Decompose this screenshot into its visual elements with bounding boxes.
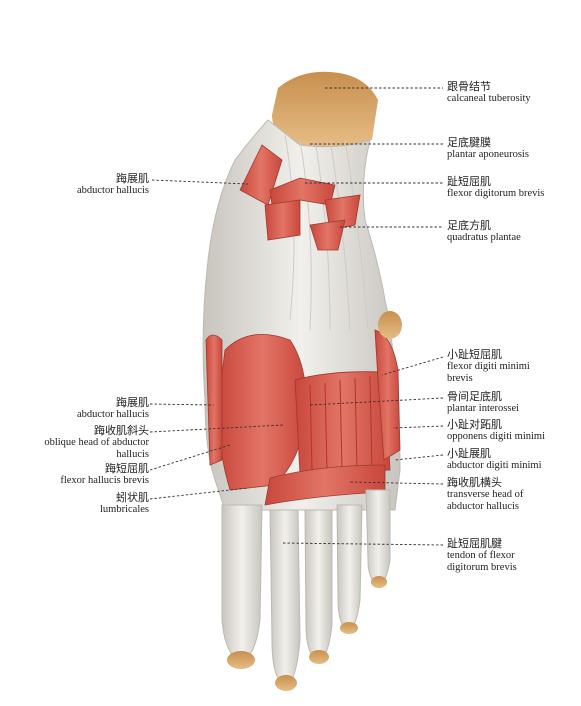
label-tendon-fdb: 趾短屈肌腱 tendon of flexor digitorum brevis	[447, 538, 517, 574]
label-zh: 小趾对跖肌	[447, 418, 502, 431]
label-en: flexor digitorum brevis	[447, 188, 545, 199]
leader-lines	[149, 87, 444, 546]
label-plantar-interossei: 骨间足底肌 plantar interossei	[447, 391, 519, 415]
label-en: abductor hallucis	[76, 409, 149, 420]
label-en: opponens digiti minimi	[447, 431, 546, 442]
label-zh: 跟骨结节	[447, 80, 491, 93]
plantar-aponeurosis-fibers	[284, 134, 369, 331]
quadratus-plantae-muscle	[309, 219, 346, 251]
label-zh: 趾短屈肌腱	[447, 537, 502, 550]
plantar-interossei-muscle	[294, 371, 391, 476]
label-zh: 趾短屈肌	[447, 175, 491, 188]
label-zh: 足底腱膜	[447, 136, 491, 149]
label-en: plantar interossei	[447, 403, 520, 414]
label-zh: 小趾短屈肌	[447, 348, 502, 361]
label-en: transverse head of abductor hallucis	[447, 489, 524, 512]
toe-3	[304, 509, 333, 661]
label-flexor-hallucis-brevis: 踇短屈肌 flexor hallucis brevis	[60, 463, 149, 487]
label-en: plantar aponeurosis	[447, 149, 529, 160]
label-en: flexor digiti minimi brevis	[447, 361, 530, 384]
label-en: oblique head of abductor hallucis	[44, 437, 149, 460]
label-lumbricales: 蚓状肌 lumbricales	[100, 492, 149, 516]
fdb-lower-block	[264, 199, 301, 241]
label-zh: 蚓状肌	[116, 491, 149, 504]
toe-2	[269, 509, 301, 686]
label-en: flexor hallucis brevis	[60, 475, 149, 486]
label-en: abductor digiti minimi	[447, 460, 542, 471]
abductor-hallucis-lower-muscle	[205, 334, 223, 466]
label-quadratus-plantae: 足底方肌 quadratus plantae	[447, 220, 521, 244]
lateral-bone	[378, 311, 402, 339]
label-zh: 踇展肌	[116, 172, 149, 185]
label-en: lumbricales	[100, 504, 149, 515]
label-en: tendon of flexor digitorum brevis	[447, 550, 517, 573]
interossei-striations	[309, 375, 373, 471]
label-oblique-head: 踇收肌斜头 oblique head of abductor hallucis	[44, 425, 149, 461]
label-abductor-hallucis-bottom: 踇展肌 abductor hallucis	[77, 397, 149, 421]
label-zh: 踇收肌横头	[447, 476, 502, 489]
toe-tips	[227, 576, 387, 691]
label-flexor-digiti-minimi-brevis: 小趾短屈肌 flexor digiti minimi brevis	[447, 349, 530, 385]
toes	[221, 489, 391, 686]
calcaneus-bone	[272, 71, 378, 147]
label-opponens-digiti-minimi: 小趾对跖肌 opponens digiti minimi	[447, 419, 545, 443]
toe-4	[336, 504, 363, 631]
label-plantar-aponeurosis: 足底腱膜 plantar aponeurosis	[447, 137, 529, 161]
label-zh: 踇收肌斜头	[94, 424, 149, 437]
label-zh: 踇展肌	[116, 396, 149, 409]
label-zh: 踇短屈肌	[105, 462, 149, 475]
toe-5	[365, 489, 391, 586]
label-transverse-head: 踇收肌横头 transverse head of abductor halluc…	[447, 477, 523, 513]
label-zh: 小趾展肌	[447, 447, 491, 460]
label-en: calcaneal tuberosity	[447, 93, 531, 104]
label-abductor-digiti-minimi: 小趾展肌 abductor digiti minimi	[447, 448, 542, 472]
label-zh: 骨间足底肌	[447, 390, 502, 403]
label-abductor-hallucis-top: 踇展肌 abductor hallucis	[77, 173, 149, 197]
label-en: quadratus plantae	[447, 232, 521, 243]
label-en: abductor hallucis	[76, 185, 149, 196]
label-flexor-digitorum-brevis: 趾短屈肌 flexor digitorum brevis	[447, 176, 544, 200]
label-zh: 足底方肌	[447, 219, 491, 232]
toe-1	[221, 504, 263, 661]
label-calcaneal-tuberosity: 跟骨结节 calcaneal tuberosity	[447, 81, 531, 105]
